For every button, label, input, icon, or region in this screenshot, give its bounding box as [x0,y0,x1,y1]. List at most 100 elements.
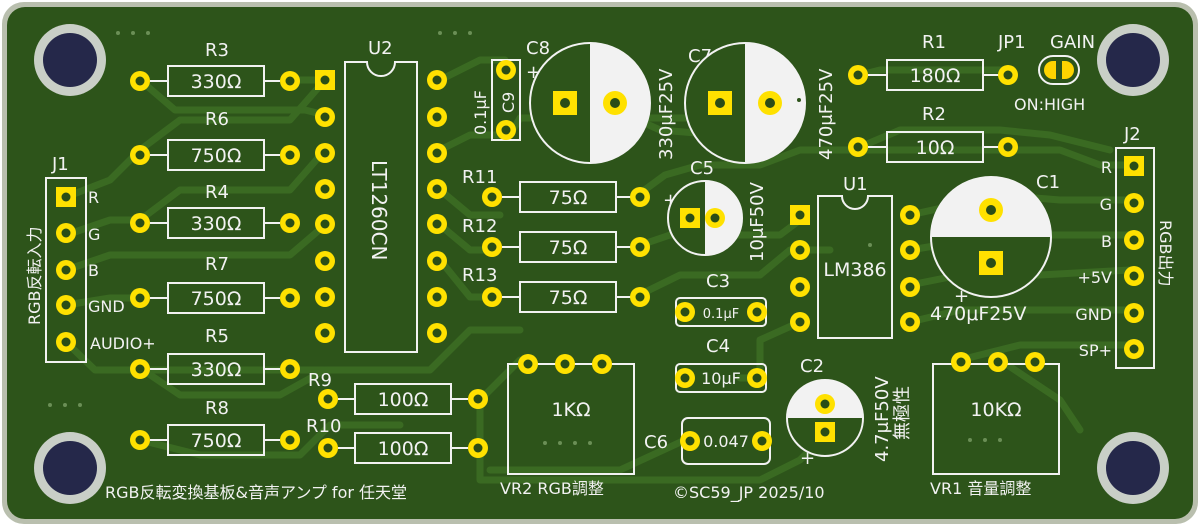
resistor-r4: R4 330Ω [130,182,300,239]
capacitor-value: 470μF25V [816,68,837,160]
capacitor-value: 0.1μF [703,307,739,322]
resistor-value: 330Ω [191,213,242,235]
resistor-r13: R13 75Ω [462,265,650,313]
connector-j1: J1 R G B GND AUDIO+ RGB反転入力 [25,154,156,363]
capacitor-value: 10μF50V [747,181,768,262]
j1-pin-pad [56,332,76,352]
j1-outline [45,177,87,363]
capacitor-c4: C4 10μF [675,336,767,393]
resistor-r12: R12 75Ω [462,216,650,263]
capacitor-c6: C6 0.047 [644,417,772,465]
connector-j2: J2 R G B +5V GND SP+ RGB出力 [1075,124,1175,369]
j1-ref: J1 [51,154,69,175]
resistor-ref: R6 [205,109,229,130]
resistor-r7: R7 750Ω [130,254,300,314]
pot-label: VR1 音量調整 [930,479,1031,498]
resistor-r9: R9 100Ω [308,370,488,415]
resistor-ref: R5 [205,326,229,347]
capacitor-value: 4.7μF50V [872,376,893,462]
resistor-r2: R2 10Ω [848,104,1018,163]
resistor-ref: R1 [922,32,946,53]
pot-value: 1KΩ [551,399,590,421]
j2-pin-label-gnd: GND [1075,305,1112,324]
resistor-value: 750Ω [191,288,242,310]
j1-title: RGB反転入力 [25,227,44,326]
pot-value: 10KΩ [970,399,1021,421]
capacitor-c3: C3 0.1μF [675,271,767,327]
capacitor-value: 470μF25V [930,303,1026,325]
capacitor-note: 無極性 [892,386,913,440]
resistor-value: 75Ω [549,287,588,309]
resistor-ref: R4 [205,182,229,203]
jumper-note: ON:HIGH [1014,95,1085,114]
capacitor-ref: C8 [526,38,550,59]
j1-pin-label-r: R [88,188,99,207]
capacitor-c2: C2 + 4.7μF50V 無極性 [786,356,913,469]
resistor-ref: R11 [462,167,497,188]
resistor-ref: R7 [205,254,229,275]
resistor-value: 10Ω [916,137,955,159]
ic-outline [344,61,418,353]
resistor-r3: R3 330Ω [130,40,300,97]
capacitor-plus: + [800,448,815,469]
ic-u1: U1 LM386 [790,174,920,339]
resistor-value: 330Ω [191,359,242,381]
j1-pin-pad [56,260,76,280]
resistor-ref: R2 [922,104,946,125]
mounting-hole [1097,432,1169,504]
capacitor-plus: + [954,286,969,307]
resistor-ref: R3 [205,40,229,61]
resistor-value: 750Ω [191,145,242,167]
resistor-r10: R10 100Ω [306,416,488,464]
potentiometer-vr1[interactable]: 10KΩ VR1 音量調整 [930,352,1060,498]
capacitor-ref: C6 [644,432,668,453]
mounting-hole [34,24,106,96]
resistor-ref: R10 [306,416,341,437]
mounting-hole [1097,24,1169,96]
ic-ref: U2 [368,38,393,59]
pot-label: VR2 RGB調整 [500,479,604,498]
potentiometer-vr2[interactable]: 1KΩ VR2 RGB調整 [500,354,635,498]
ic-ref: U1 [843,174,868,195]
j1-pin-label-g: G [88,225,100,244]
j2-pin-label-b: B [1101,232,1112,251]
j1-pin-pad [56,295,76,315]
j2-ref: J2 [1123,124,1141,145]
capacitor-c9: C9 0.1μF [471,59,521,141]
resistor-value: 330Ω [191,71,242,93]
j2-pin-label-r: R [1101,158,1112,177]
mounting-hole [34,432,106,504]
resistor-r11: R11 75Ω [462,167,650,213]
resistor-value: 180Ω [910,65,961,87]
resistor-r5: R5 330Ω [130,326,300,385]
capacitor-c7: C7 + 470μF25V [684,42,837,164]
capacitor-ref: C5 [690,158,714,179]
resistor-value: 75Ω [549,187,588,209]
resistor-value: 75Ω [549,237,588,259]
resistor-ref: R8 [205,398,229,419]
j2-pin-label-5v: +5V [1077,268,1112,287]
capacitor-ref: C2 [800,356,824,377]
resistor-r8: R8 750Ω [130,398,300,456]
capacitor-value: 0.1μF [471,90,490,135]
capacitor-c8: C8 + 330μF25V [526,38,677,164]
j1-pin-label-audio: AUDIO+ [90,334,156,353]
board-title: RGB反転変換基板&音声アンプ for 任天堂 [105,483,407,502]
capacitor-ref: C4 [706,336,730,357]
j1-pin-label-b: B [88,261,99,280]
ic-part: LM386 [823,259,886,281]
j2-title: RGB出力 [1156,220,1175,287]
resistor-value: 100Ω [378,389,429,411]
capacitor-c5: C5 + 10μF50V [663,158,768,262]
copyright: ©SC59_JP 2025/10 [673,483,825,503]
capacitor-c1: C1 + 470μF25V [930,172,1060,325]
j2-outline [1115,147,1155,369]
jumper-jp1[interactable]: JP1 GAIN ON:HIGH [997,32,1095,114]
ic-part: LT1260CN [367,160,391,260]
resistor-value: 750Ω [191,430,242,452]
j2-pin-label-sp: SP+ [1079,341,1112,360]
capacitor-ref: C3 [706,271,730,292]
capacitor-ref: C1 [1036,172,1060,193]
ic-u2: U2 LT1260CN [315,38,447,353]
